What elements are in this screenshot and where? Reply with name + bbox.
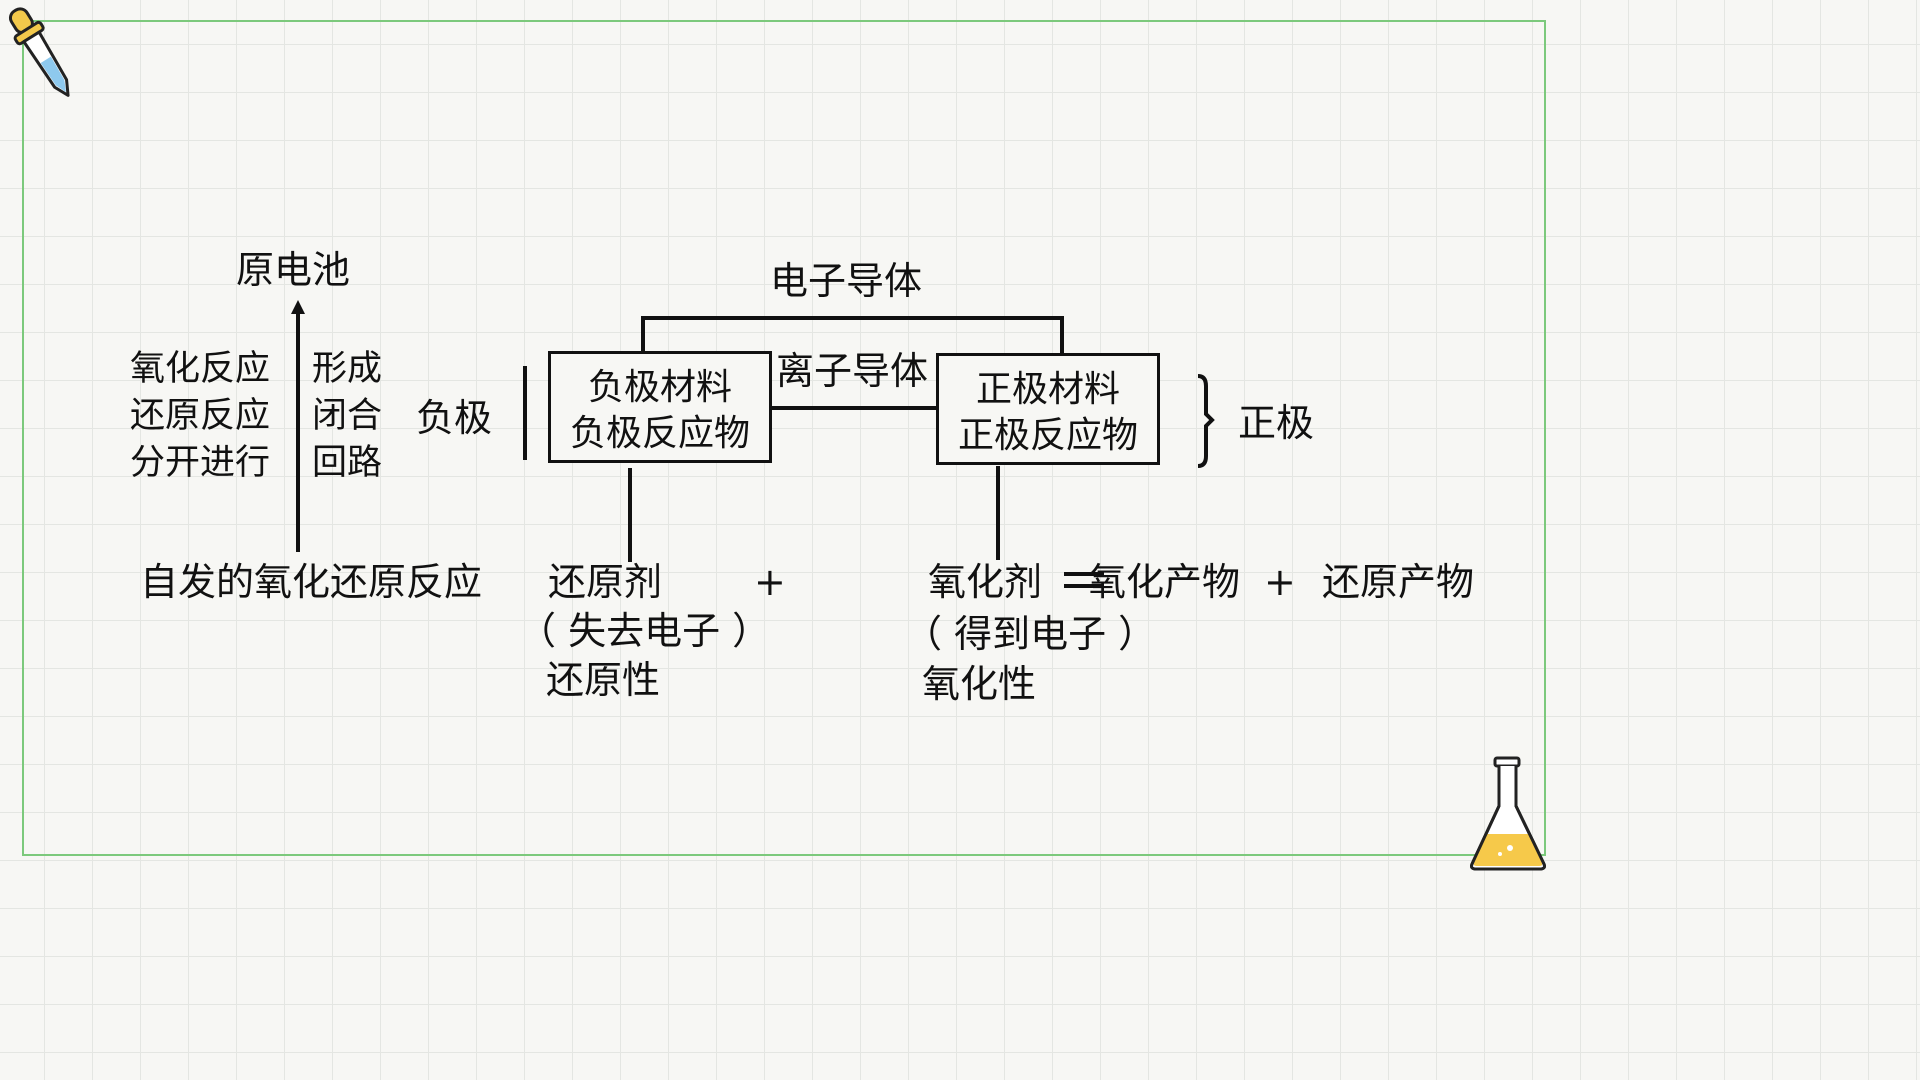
oxidant-label: 氧化剂: [928, 560, 1043, 604]
pos-bracket: [1197, 374, 1215, 468]
plus-sign-2: +: [1264, 560, 1296, 604]
plus-sign-1: +: [754, 560, 786, 604]
left-col2-line3: 回路: [312, 443, 383, 483]
negative-electrode-box: 负极材料 负极反应物: [548, 351, 772, 463]
positive-electrode-box: 正极材料 正极反应物: [936, 353, 1160, 465]
oxidant-property: 氧化性: [922, 662, 1037, 706]
positive-electrode-label: 正极: [1238, 401, 1315, 445]
reductant-label: 还原剂: [548, 560, 663, 604]
oxidant-note: （ 得到电子 ）: [904, 612, 1157, 656]
dropper-icon: [8, 7, 70, 97]
oxidation-product-label: 氧化产物: [1088, 560, 1241, 604]
diagram-frame: [22, 20, 1546, 856]
galvanic-cell-label: 原电池: [236, 248, 351, 292]
reduction-product-label: 还原产物: [1322, 560, 1475, 604]
reductant-property: 还原性: [546, 658, 661, 702]
up-arrow-head: [291, 300, 305, 314]
electron-conductor-line: [641, 316, 1064, 356]
neg-box-line1: 负极材料: [587, 367, 732, 408]
spontaneous-redox-label: 自发的氧化还原反应: [140, 560, 483, 604]
left-col1-line2: 还原反应: [130, 396, 271, 436]
left-col1-line3: 分开进行: [130, 443, 271, 483]
negative-electrode-label: 负极: [416, 396, 493, 440]
ion-conductor-label: 离子导体: [776, 349, 929, 393]
electron-conductor-label: 电子导体: [770, 259, 923, 303]
left-col2-line2: 闭合: [312, 396, 383, 436]
left-col2-line1: 形成: [312, 349, 383, 389]
flask-icon: [1470, 756, 1546, 871]
reductant-note: （ 失去电子 ）: [518, 609, 771, 653]
left-col1-line1: 氧化反应: [130, 349, 271, 389]
pos-box-line1: 正极材料: [975, 369, 1120, 410]
diagram-connectors: [291, 300, 1215, 588]
pos-box-line2: 正极反应物: [957, 415, 1138, 456]
neg-box-line2: 负极反应物: [569, 413, 750, 454]
